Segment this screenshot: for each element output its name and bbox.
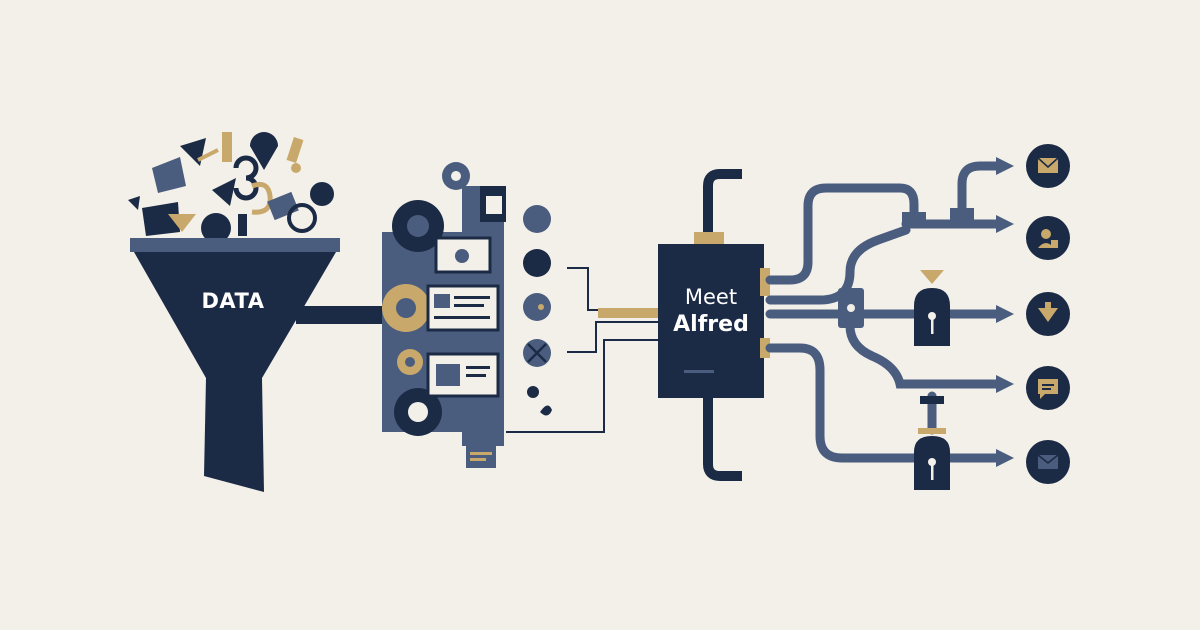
status-dot: [538, 304, 544, 310]
pipe: [765, 225, 911, 305]
panel-line: [466, 374, 486, 377]
panel-line: [466, 366, 490, 369]
fragment-shape: [238, 214, 247, 236]
arrow-head: [996, 449, 1014, 467]
processor-foot-line: [470, 452, 492, 455]
funnel-rim: [130, 238, 340, 252]
user-icon: [1026, 216, 1070, 260]
pipe: [845, 321, 1005, 389]
panel-thumb: [434, 294, 450, 308]
hub-top-pipe: [703, 169, 742, 252]
chat-bubble-icon: [1026, 366, 1070, 410]
alfred-hub: Meet Alfred: [658, 169, 770, 481]
close-icon: [523, 339, 551, 367]
hub-bottom-pipe: [703, 392, 742, 481]
fragment-shape: [152, 157, 186, 193]
status-circle: [523, 249, 551, 277]
gear-icon: [382, 284, 430, 332]
fitting: [918, 428, 946, 434]
gear-icon: [392, 200, 444, 252]
funnel-spout: [204, 378, 264, 492]
hub-vent: [684, 370, 714, 373]
gold-connector: [598, 308, 662, 318]
envelope-icon: [1026, 144, 1070, 188]
processor-window: [486, 196, 502, 214]
fragment-shape: [142, 202, 180, 236]
fragment-shape: [233, 155, 259, 201]
pipe: [765, 183, 919, 285]
distribution-pipes: [765, 161, 1005, 463]
panel-line: [454, 296, 490, 299]
fragment-shape: [168, 214, 196, 232]
panel-line: [434, 316, 490, 319]
status-circles: [523, 205, 552, 416]
status-circle: [523, 293, 551, 321]
hub-top-clamp: [694, 232, 724, 244]
processor-block: [382, 162, 506, 468]
funnel-connector-pipe: [296, 306, 384, 324]
funnel-body: [134, 252, 336, 378]
output-channels: [1026, 144, 1070, 484]
status-dot: [527, 386, 539, 398]
processor-foot-line: [470, 458, 486, 461]
arrow-head: [996, 375, 1014, 393]
valve-icon: [914, 436, 950, 490]
arrow-head: [996, 305, 1014, 323]
panel-dot: [455, 249, 469, 263]
gear-icon: [397, 349, 423, 375]
fragment-shape: [310, 182, 334, 206]
processor-foot: [466, 446, 496, 468]
arrow-head: [996, 157, 1014, 175]
fitting-dot: [847, 304, 855, 312]
arrow-head: [996, 215, 1014, 233]
fitting: [950, 208, 974, 224]
status-circle: [523, 205, 551, 233]
valve-icon: [914, 270, 950, 346]
fitting: [902, 212, 926, 226]
gear-icon: [394, 388, 442, 436]
panel-thumb: [436, 364, 460, 386]
fragment-shape: [250, 132, 278, 170]
fragment-shape: [222, 132, 232, 162]
fragment-shape: [128, 196, 140, 210]
pipe-arrows: [996, 157, 1014, 467]
fragment-shape: [287, 203, 317, 233]
fragment-shape: [197, 148, 219, 162]
pipe-fittings: [838, 208, 974, 434]
fragment-shape: [251, 181, 273, 215]
data-fragments: [128, 132, 334, 243]
envelope-icon: [1026, 440, 1070, 484]
fragment-shape: [286, 137, 304, 163]
panel-line: [454, 304, 484, 307]
fitting: [920, 396, 944, 404]
hub-title-line1: Meet: [685, 285, 737, 309]
leaf-icon: [540, 405, 552, 416]
hub-port: [760, 268, 770, 296]
funnel-label: DATA: [201, 289, 264, 313]
fragment-shape: [291, 163, 301, 173]
fragment-shape: [212, 178, 236, 206]
pipe: [957, 161, 1005, 221]
download-arrow-icon: [1026, 292, 1070, 336]
gear-icon: [442, 162, 470, 190]
hub-title-line2: Alfred: [673, 312, 749, 337]
data-funnel: DATA: [130, 238, 340, 492]
fragment-shape: [201, 213, 231, 243]
hub-port: [760, 338, 770, 358]
wire: [567, 321, 660, 353]
wire: [506, 339, 660, 433]
pipe: [765, 343, 1005, 463]
